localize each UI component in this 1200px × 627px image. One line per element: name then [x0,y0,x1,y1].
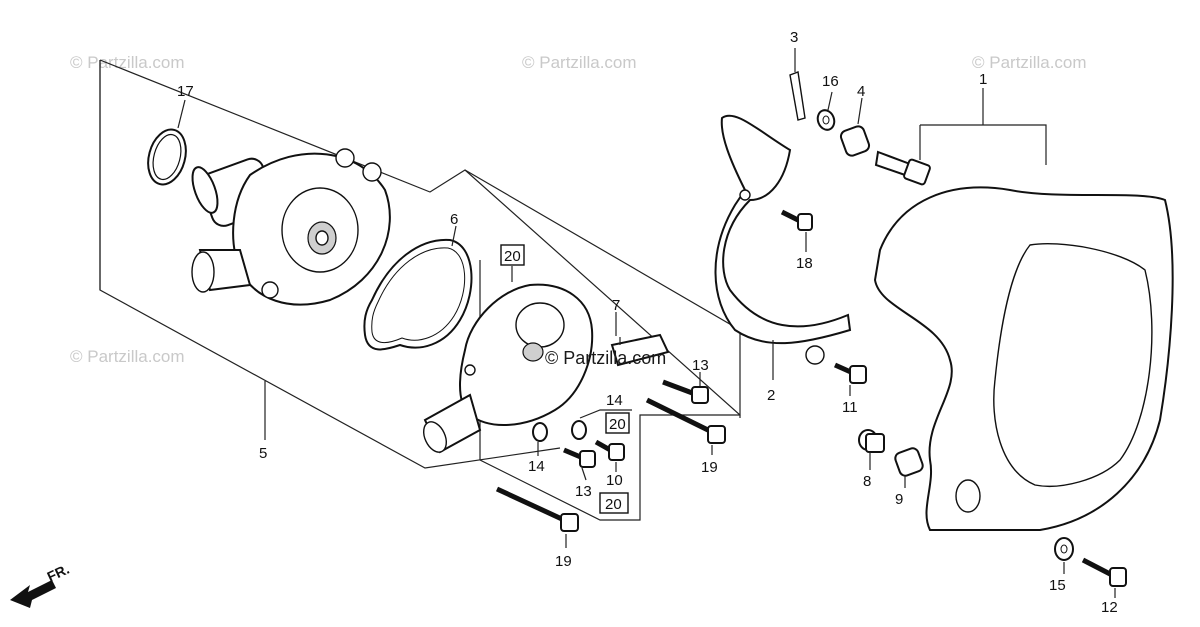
assembly-frame-2 [464,169,741,521]
front-direction-label: FR. [45,561,72,585]
callout-13a: 13 [692,357,709,374]
callout-12: 12 [1101,599,1118,616]
watermark-center: © Partzilla.com [545,348,666,368]
callout-4: 4 [857,83,865,100]
water-pump-5 [191,148,391,306]
callout-2: 2 [767,387,775,404]
callout-20c: 20 [605,496,622,513]
leader-lines [511,91,1116,598]
side-cover-1 [873,88,1174,531]
bracket-7 [610,333,670,367]
bolt-10 [594,439,625,461]
callout-7: 7 [612,297,620,314]
callout-19b: 19 [555,553,572,570]
collar-8 [858,429,885,453]
wire-guide-2 [714,114,852,380]
bolt-13-upper [662,379,709,404]
bolt-19-right [645,397,726,444]
washer-14-left [532,422,548,442]
box-label-20-top [500,244,525,266]
callout-14b: 14 [528,458,545,475]
o-ring-17 [147,99,187,186]
callout-9: 9 [895,491,903,508]
front-direction-arrow: FR. [10,561,72,608]
callout-6: 6 [450,211,458,228]
callout-10: 10 [606,472,623,489]
callout-20b: 20 [609,416,626,433]
box-label-20-mid [605,412,630,434]
watermark-top-left: © Partzilla.com [70,53,185,72]
watermark-top-center: © Partzilla.com [522,53,637,72]
callout-11: 11 [842,399,858,416]
callout-20a: 20 [504,248,521,265]
bolt-13-lower [563,447,596,468]
watermark-mid-left: © Partzilla.com [70,347,185,366]
callout-17: 17 [177,83,194,100]
callout-14a: 14 [606,392,623,409]
callout-8: 8 [863,473,871,490]
washer-14-right [571,420,587,440]
bolt-12 [1081,557,1127,587]
bolt-18 [780,209,813,231]
grommet-9 [894,447,924,477]
callout-18: 18 [796,255,813,272]
box-label-20-bottom [599,492,629,514]
callout-3: 3 [790,29,798,46]
bolt-11 [833,362,867,384]
clip-3 [789,48,806,121]
grommet-4 [839,97,871,157]
callout-13b: 13 [575,483,592,500]
pump-cover [422,283,594,454]
bolt-19-left [495,486,579,532]
watermark-top-right: © Partzilla.com [972,53,1087,72]
washer-15 [1054,537,1074,561]
callout-15: 15 [1049,577,1066,594]
callout-5: 5 [259,445,267,462]
callout-1: 1 [979,71,987,88]
callout-19a: 19 [701,459,718,476]
gasket-6 [363,225,473,351]
callout-16: 16 [822,73,839,90]
washer-16 [816,109,836,131]
